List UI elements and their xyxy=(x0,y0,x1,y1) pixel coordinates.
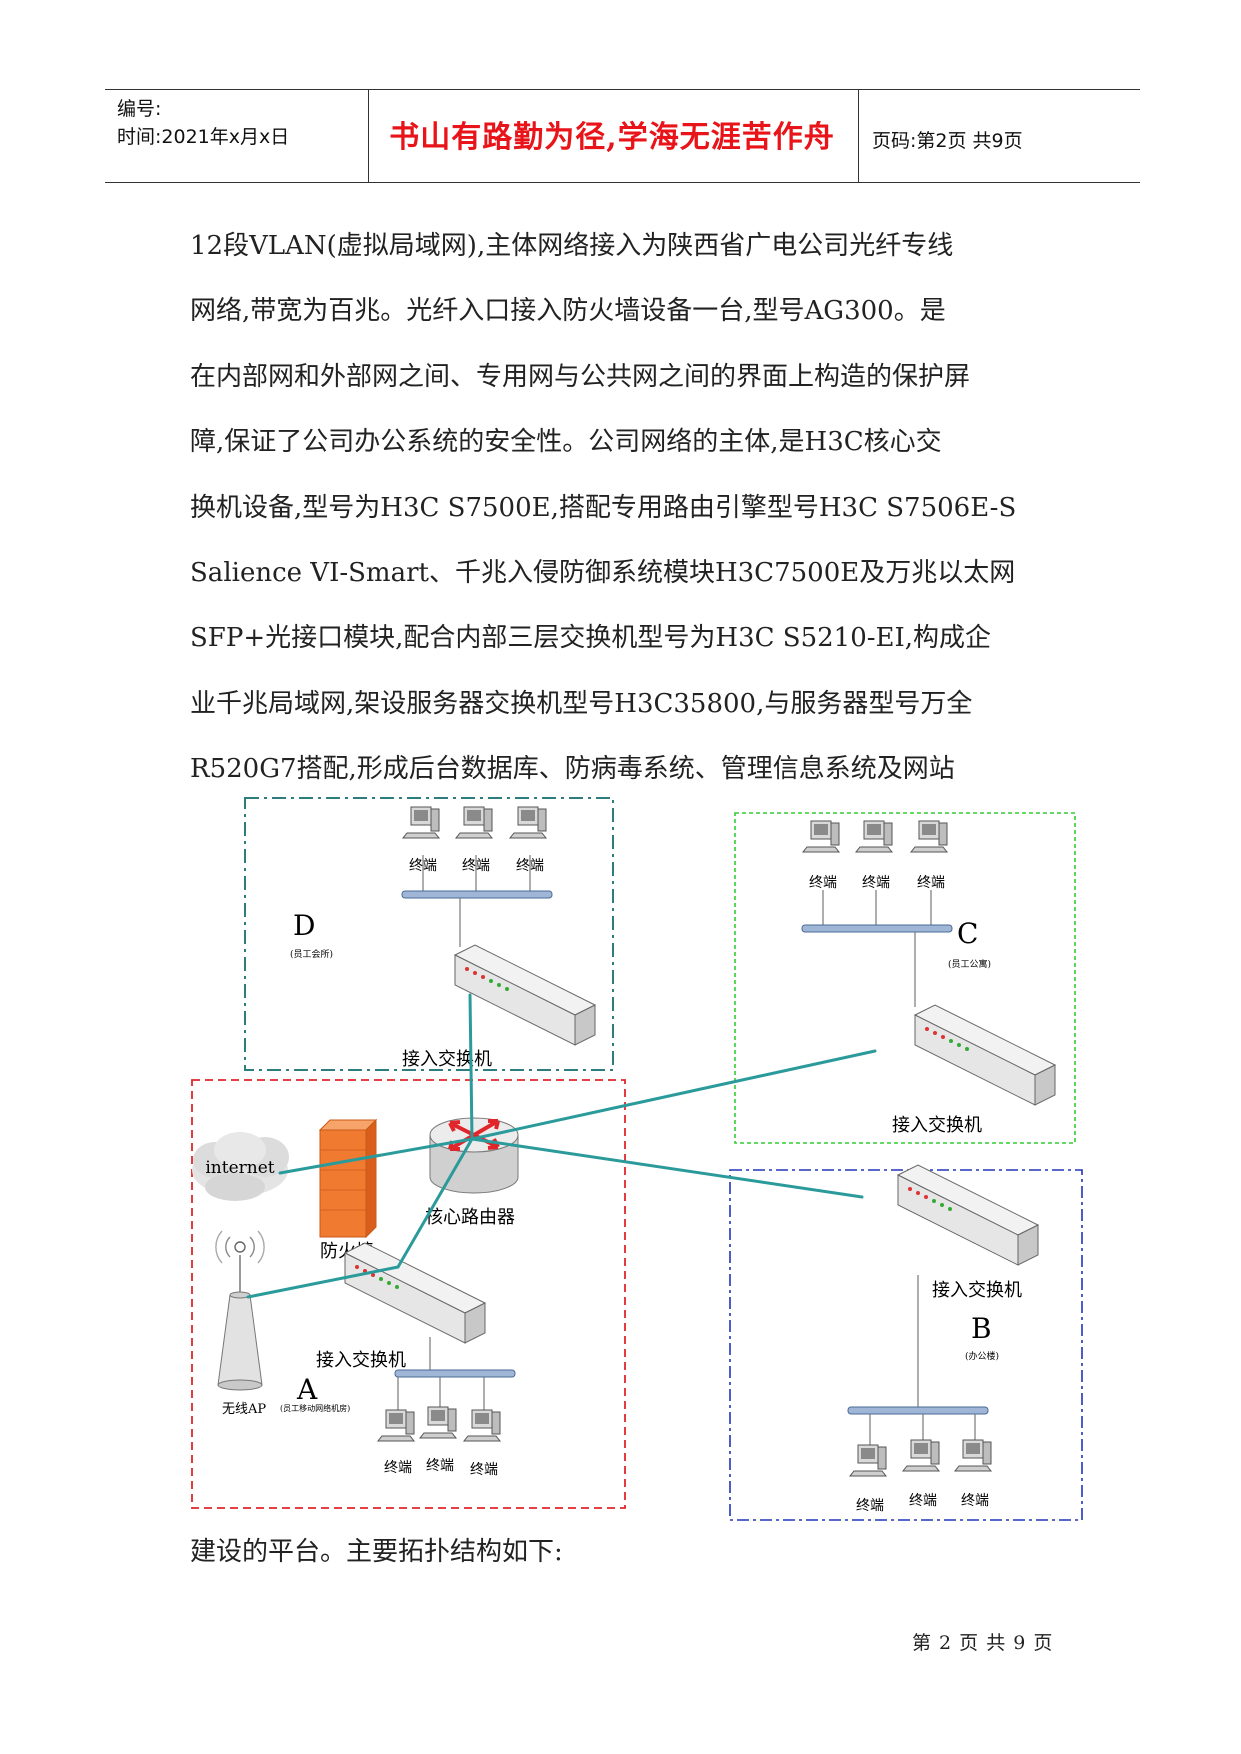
terminal-pc-icon xyxy=(849,1444,887,1477)
link-switch-a-ap xyxy=(246,1265,400,1299)
header-divider-right xyxy=(858,90,859,182)
lan-bus-bar xyxy=(801,924,953,933)
header-divider-left xyxy=(368,90,369,182)
zone-a: internet 防火墙 核心路由器 xyxy=(192,1117,519,1478)
body-line: 换机设备,型号为H3C S7500E,搭配专用路由引擎型号H3C S7506E-… xyxy=(190,492,1017,523)
zone-c-letter: C xyxy=(957,917,978,950)
zone-a-border xyxy=(191,1079,626,1509)
terminal-pc-icon xyxy=(455,806,493,839)
terminal-pc-icon xyxy=(402,806,440,839)
zone-b: 接入交换机 B (办公楼) 终端 终端 终端 xyxy=(847,1164,1039,1514)
terminal-label: 终端 xyxy=(384,1460,412,1476)
body-line: SFP+光接口模块,配合内部三层交换机型号为H3C S5210-EI,构成企 xyxy=(190,623,992,654)
terminal-label: 终端 xyxy=(470,1462,498,1478)
zone-d-letter: D xyxy=(293,909,315,942)
terminal-pc-icon xyxy=(910,820,948,853)
header-top-rule xyxy=(105,89,1140,90)
terminal-pc-icon xyxy=(954,1439,992,1472)
network-links xyxy=(246,993,877,1299)
doc-number-label: 编号: xyxy=(117,98,162,120)
terminal-pc-icon xyxy=(855,820,893,853)
lan-bus-bar xyxy=(401,890,553,899)
core-router-icon xyxy=(429,1117,519,1194)
terminal-label: 终端 xyxy=(909,1493,937,1509)
internet-cloud-icon xyxy=(192,1132,289,1201)
wireless-ap-icon xyxy=(215,1230,265,1391)
terminal-label: 终端 xyxy=(426,1458,454,1474)
header-bottom-rule xyxy=(105,182,1140,183)
body-line: 在内部网和外部网之间、专用网与公共网之间的界面上构造的保护屏 xyxy=(190,361,971,392)
access-switch-icon xyxy=(897,1164,1039,1266)
zone-a-switch-label: 接入交换机 xyxy=(316,1350,406,1371)
header-motto: 书山有路勤为径,学海无涯苦作舟 xyxy=(389,120,835,155)
terminal-pc-icon xyxy=(419,1406,457,1439)
body-tail-line: 建设的平台。主要拓扑结构如下: xyxy=(190,1537,563,1567)
link-router-switch-b xyxy=(470,1137,864,1199)
page-footer: 第 2 页 共 9 页 xyxy=(912,1632,1054,1654)
terminal-label: 终端 xyxy=(809,875,837,891)
wireless-ap-label: 无线AP xyxy=(222,1402,266,1417)
body-line: 障,保证了公司办公系统的安全性。公司网络的主体,是H3C核心交 xyxy=(190,427,942,458)
zone-a-letter: A xyxy=(296,1373,318,1406)
terminal-pc-icon xyxy=(902,1439,940,1472)
zone-d-switch-label: 接入交换机 xyxy=(402,1049,492,1070)
lan-bus-bar xyxy=(847,1406,989,1415)
zone-c-border xyxy=(734,812,1076,1144)
zone-d-border xyxy=(244,797,614,1071)
body-line: 网络,带宽为百兆。光纤入口接入防火墙设备一台,型号AG300。是 xyxy=(190,296,946,327)
terminal-label: 终端 xyxy=(917,875,945,891)
network-topology-diagram: 终端 终端 终端 D (员工会所) 接入交换机 终端 终端 终端 C (员工公寓… xyxy=(191,797,1083,1521)
page-indicator: 页码:第2页 共9页 xyxy=(872,130,1023,152)
terminal-label: 终端 xyxy=(961,1493,989,1509)
zone-c-switch-label: 接入交换机 xyxy=(892,1115,982,1136)
body-line: Salience VI-Smart、千兆入侵防御系统模块H3C7500E及万兆以… xyxy=(190,557,1016,588)
body-line: R520G7搭配,形成后台数据库、防病毒系统、管理信息系统及网站 xyxy=(190,754,955,785)
lan-bus-bar xyxy=(394,1369,516,1378)
internet-label: internet xyxy=(205,1158,274,1178)
access-switch-icon xyxy=(914,1004,1056,1106)
body-line: 业千兆局域网,架设服务器交换机型号H3C35800,与服务器型号万全 xyxy=(190,688,973,719)
zone-b-switch-label: 接入交换机 xyxy=(932,1280,1022,1301)
zone-a-name: (员工移动网络机房) xyxy=(280,1403,350,1413)
body-line: 12段VLAN(虚拟局域网),主体网络接入为陕西省广电公司光纤专线 xyxy=(190,231,954,261)
terminal-pc-icon xyxy=(463,1409,501,1442)
zone-c-name: (员工公寓) xyxy=(948,958,991,970)
access-switch-icon xyxy=(344,1242,486,1344)
zone-c: 终端 终端 终端 C (员工公寓) 接入交换机 xyxy=(801,820,1056,1136)
terminal-label: 终端 xyxy=(862,875,890,891)
terminal-pc-icon xyxy=(802,820,840,853)
zone-d: 终端 终端 终端 D (员工会所) 接入交换机 xyxy=(290,806,596,1070)
terminal-pc-icon xyxy=(377,1409,415,1442)
link-router-switch-d xyxy=(468,993,474,1141)
link-internet-router xyxy=(278,1137,474,1175)
zone-b-border xyxy=(729,1169,1083,1521)
terminal-label: 终端 xyxy=(856,1498,884,1514)
terminal-pc-icon xyxy=(509,806,547,839)
zone-b-name: (办公楼) xyxy=(965,1350,999,1362)
body-paragraph: 12段VLAN(虚拟局域网),主体网络接入为陕西省广电公司光纤专线 网络,带宽为… xyxy=(190,214,1090,803)
access-switch-icon xyxy=(454,944,596,1046)
doc-time-label: 时间:2021年x月x日 xyxy=(117,126,290,148)
link-router-switch-c xyxy=(470,1049,877,1141)
zone-d-name: (员工会所) xyxy=(290,948,333,960)
link-router-switch-a xyxy=(396,1137,474,1269)
zone-b-letter: B xyxy=(971,1312,992,1345)
core-router-label: 核心路由器 xyxy=(425,1207,515,1228)
firewall-icon xyxy=(318,1118,378,1239)
